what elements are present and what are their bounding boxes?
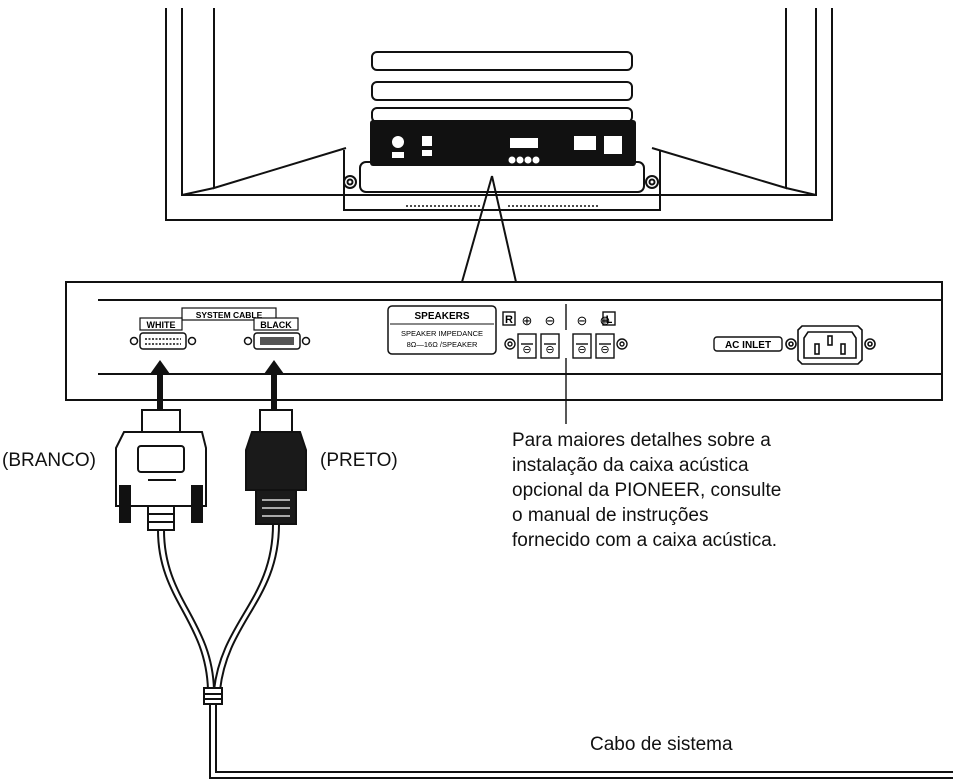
r-minus-symbol: ⊖ bbox=[545, 313, 556, 328]
r-plus-symbol: ⊕ bbox=[522, 313, 533, 328]
ac-inlet-socket bbox=[785, 325, 876, 365]
svg-text:SPEAKER IMPEDANCE: SPEAKER IMPEDANCE bbox=[401, 329, 483, 338]
white-port bbox=[129, 332, 197, 350]
white-connector-plug bbox=[115, 409, 207, 531]
terminal-1-minus: ⊖ bbox=[522, 344, 531, 356]
svg-text:SPEAKERS: SPEAKERS bbox=[414, 311, 469, 322]
zoom-lines bbox=[461, 175, 517, 283]
speaker-note-callout: Para maiores detalhes sobre a instalação… bbox=[512, 428, 932, 553]
callout-line: fornecido com a caixa acústica. bbox=[512, 530, 778, 551]
speaker-terminals bbox=[502, 304, 628, 359]
speakers-label-box: SPEAKERS SPEAKER IMPEDANCE 8Ω—16Ω /SPEAK… bbox=[387, 305, 497, 355]
system-cable bbox=[157, 523, 953, 779]
svg-text:8Ω—16Ω /SPEAKER: 8Ω—16Ω /SPEAKER bbox=[407, 340, 478, 349]
arrow-to-white-port bbox=[150, 360, 170, 412]
black-port-label: BLACK bbox=[253, 317, 299, 331]
white-connector-label: (BRANCO) bbox=[2, 450, 96, 471]
system-cable-label: SYSTEM CABLE bbox=[181, 307, 277, 321]
terminal-4-minus: ⊖ bbox=[600, 344, 609, 356]
svg-text:BLACK: BLACK bbox=[260, 320, 292, 330]
left-channel-label: L bbox=[606, 314, 613, 326]
white-port-label: WHITE bbox=[139, 317, 183, 331]
callout-line: instalação da caixa acústica bbox=[512, 455, 749, 476]
l-minus-symbol: ⊖ bbox=[577, 313, 588, 328]
svg-text:SYSTEM CABLE: SYSTEM CABLE bbox=[196, 310, 263, 320]
terminal-3-minus: ⊖ bbox=[577, 344, 586, 356]
l-plus-symbol: ⊕ bbox=[600, 313, 611, 328]
black-connector-plug bbox=[245, 409, 307, 525]
rear-panel bbox=[65, 281, 943, 401]
ac-inlet-label: AC INLET bbox=[713, 336, 783, 352]
right-channel-label: R bbox=[505, 314, 513, 326]
callout-line: o manual de instruções bbox=[512, 505, 709, 526]
black-connector-label: (PRETO) bbox=[320, 450, 398, 471]
system-cable-caption: Cabo de sistema bbox=[590, 734, 733, 755]
terminal-2-minus: ⊖ bbox=[545, 344, 554, 356]
black-port bbox=[243, 332, 311, 350]
monitor-rear bbox=[165, 8, 833, 221]
svg-text:AC INLET: AC INLET bbox=[725, 340, 771, 351]
arrow-to-black-port bbox=[264, 360, 284, 412]
callout-line: Para maiores detalhes sobre a bbox=[512, 430, 771, 451]
callout-line: opcional da PIONEER, consulte bbox=[512, 480, 782, 501]
svg-text:WHITE: WHITE bbox=[147, 320, 176, 330]
monitor-terminal-panel bbox=[370, 120, 636, 166]
